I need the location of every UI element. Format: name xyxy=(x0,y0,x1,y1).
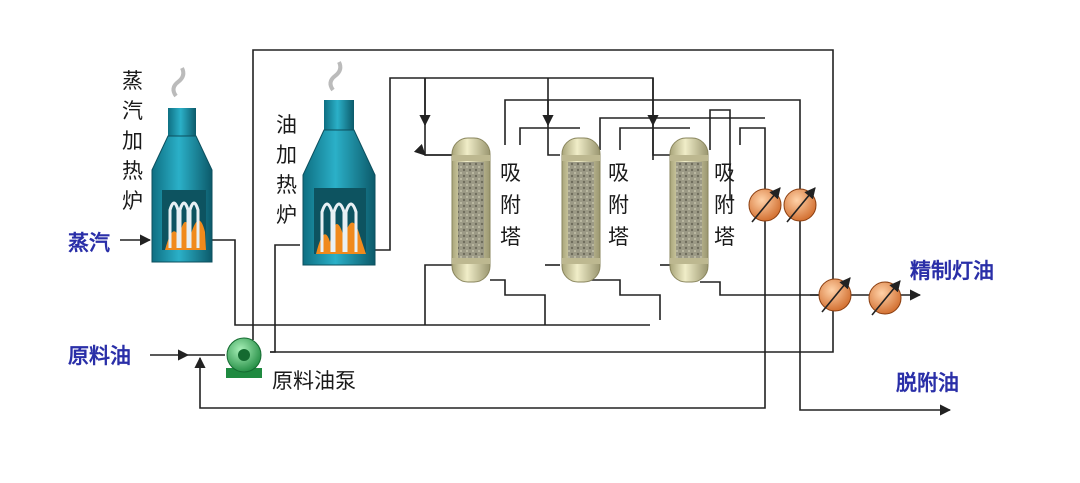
steam-furnace-label-4: 热 xyxy=(122,159,143,183)
steam-furnace-label-3: 加 xyxy=(122,129,143,153)
adsorber-2-label-2: 附 xyxy=(608,193,629,217)
steam-furnace-label-1: 蒸 xyxy=(122,69,143,93)
oil-furnace-label-2: 加 xyxy=(276,143,297,167)
oil-furnace-label-3: 热 xyxy=(276,173,297,197)
adsorber-2-label-1: 吸 xyxy=(608,161,629,185)
pipe-top-loop xyxy=(252,49,834,353)
heat-exchanger-icon xyxy=(818,277,852,313)
adsorber-1-label-3: 塔 xyxy=(500,225,521,249)
oil-furnace-label-4: 炉 xyxy=(276,203,297,227)
adsorber-1-label-1: 吸 xyxy=(500,161,521,185)
heat-exchanger-icon xyxy=(783,187,817,223)
steam-furnace-icon xyxy=(151,67,213,263)
adsorption-column-icon xyxy=(669,137,709,283)
heat-exchanger-icon xyxy=(748,187,782,223)
adsorber-3-label-1: 吸 xyxy=(714,161,735,185)
adsorber-1-label-2: 附 xyxy=(500,193,521,217)
adsorber-3-label-2: 附 xyxy=(714,193,735,217)
oil-furnace-icon xyxy=(302,61,376,266)
heat-exchanger-icon xyxy=(868,280,902,316)
steam-inlet-label: 蒸汽 xyxy=(68,231,110,255)
pipe-steam-out xyxy=(210,239,650,326)
feed-oil-label: 原料油 xyxy=(68,344,131,368)
adsorption-column-icon xyxy=(561,137,601,283)
piping xyxy=(120,49,952,416)
desorbed-oil-label: 脱附油 xyxy=(896,371,959,395)
oil-furnace-label-1: 油 xyxy=(276,113,297,137)
feed-pump-label: 原料油泵 xyxy=(272,369,356,393)
adsorber-3-label-3: 塔 xyxy=(714,225,735,249)
pump-icon xyxy=(226,337,262,378)
refined-oil-label: 精制灯油 xyxy=(910,259,994,283)
steam-furnace-label-2: 汽 xyxy=(122,99,143,123)
steam-furnace-label-5: 炉 xyxy=(122,189,143,213)
adsorption-column-icon xyxy=(451,137,491,283)
adsorber-2-label-3: 塔 xyxy=(608,225,629,249)
